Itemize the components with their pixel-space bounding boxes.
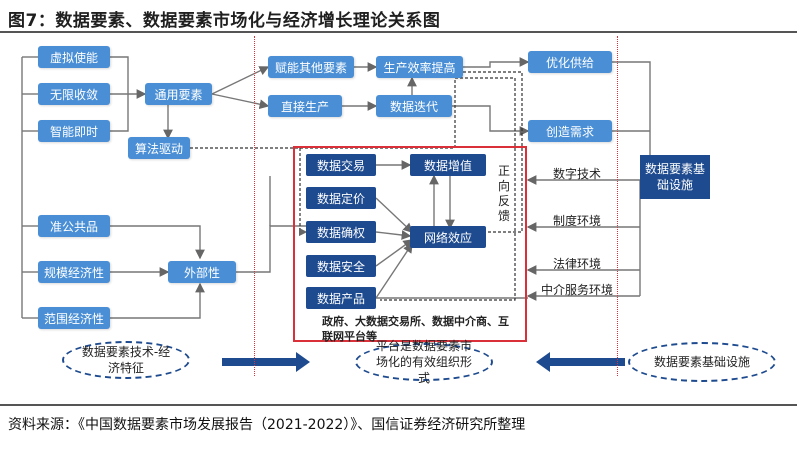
empower-box: 赋能其他要素 [268,56,354,78]
create-demand-box: 创造需求 [528,120,612,142]
feature-box: 范围经济性 [38,307,110,329]
market-item-box: 数据产品 [306,287,376,309]
platform-ellipse: 平台是数据要素市场化的有效组织形式 [355,339,493,385]
infra-ellipse: 数据要素基础设施 [628,342,776,382]
market-item-box: 数据定价 [306,187,376,209]
infra-item-label: 法律环境 [553,257,602,271]
optimize-supply-box: 优化供给 [528,51,612,73]
value-add-box: 数据增值 [410,154,486,176]
infra-item-label: 数字技术 [553,167,602,181]
feature-box: 规模经济性 [38,261,110,283]
feature-box: 准公共品 [38,215,110,237]
direct-production-box: 直接生产 [268,95,342,117]
divider-right [617,36,618,376]
market-item-box: 数据确权 [306,221,376,243]
infra-item-label: 中介服务环境 [541,283,614,297]
source-note: 资料来源：《中国数据要素市场发展报告（2021-2022）》、国信证券经济研究所… [8,417,526,433]
algorithm-box: 算法驱动 [128,137,190,159]
divider-left [254,36,255,376]
external-box: 外部性 [168,261,236,283]
market-item-box: 数据安全 [306,255,376,277]
efficiency-box: 生产效率提高 [376,56,463,78]
participants-label: 政府、大数据交易所、数据中介商、互联网平台等 [322,315,509,343]
tech-economic-ellipse: 数据要素技术-经济特征 [62,341,190,379]
network-effect-box: 网络效应 [410,226,486,248]
top-rule [0,31,797,33]
feature-box: 虚拟使能 [38,46,110,68]
infra-box: 数据要素基础设施 [640,155,710,199]
feedback-label: 正向反馈 [497,164,510,223]
feature-box: 智能即时 [38,120,110,142]
feature-box: 无限收敛 [38,83,110,105]
iteration-box: 数据迭代 [376,95,452,117]
market-item-box: 数据交易 [306,154,376,176]
figure-title: 图7：数据要素、数据要素市场化与经济增长理论关系图 [8,11,441,31]
general-factor-box: 通用要素 [145,83,212,105]
infra-item-label: 制度环境 [553,214,602,228]
bottom-rule [0,404,797,406]
